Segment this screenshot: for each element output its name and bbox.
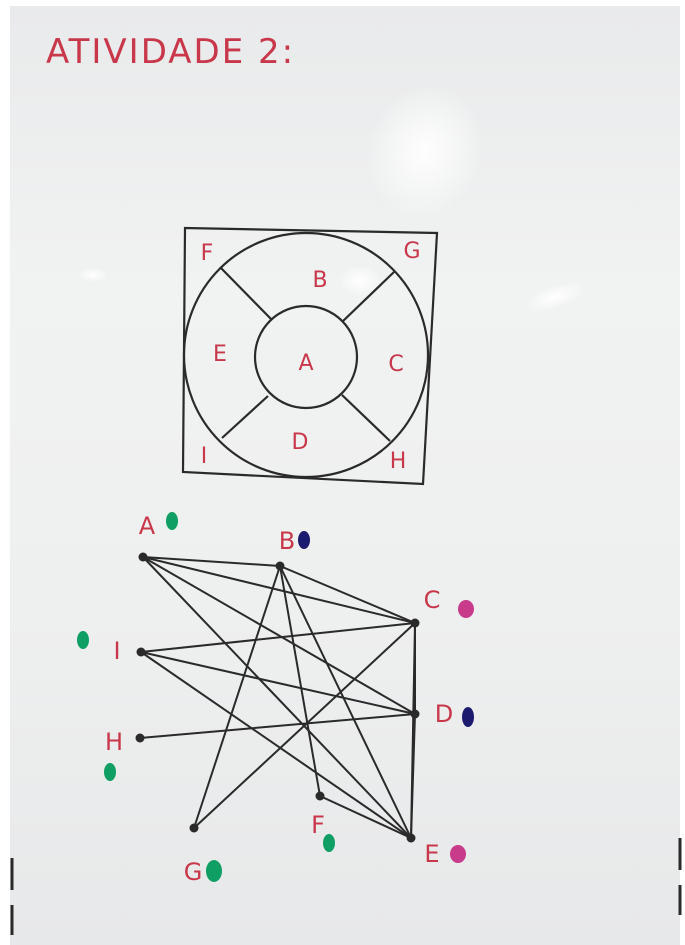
color-dot-e bbox=[450, 845, 466, 863]
edge-c-i bbox=[141, 623, 415, 652]
vertex-point-i bbox=[137, 648, 146, 657]
region-label-b: B bbox=[312, 268, 327, 293]
vertex-label-a: A bbox=[139, 512, 156, 540]
region-label-a: A bbox=[298, 351, 313, 376]
vertex-label-b: B bbox=[279, 527, 295, 555]
edge-e-f bbox=[320, 796, 411, 838]
vertex-label-g: G bbox=[184, 858, 203, 886]
vertex-label-c: C bbox=[424, 586, 441, 614]
edge-d-h bbox=[140, 714, 415, 738]
color-dot-g bbox=[206, 860, 222, 882]
color-dot-i bbox=[77, 631, 89, 649]
divider-line bbox=[342, 272, 394, 322]
edge-a-e bbox=[143, 557, 411, 838]
color-dot-a bbox=[166, 512, 178, 530]
region-label-d: D bbox=[292, 430, 309, 455]
color-dot-f bbox=[323, 834, 335, 852]
graph-edges bbox=[140, 557, 415, 838]
vertex-point-e bbox=[407, 834, 416, 843]
vertex-point-h bbox=[136, 734, 145, 743]
vertex-point-g bbox=[190, 824, 199, 833]
vertex-point-c bbox=[411, 619, 420, 628]
region-label-e: E bbox=[213, 342, 227, 367]
vertex-label-d: D bbox=[435, 700, 453, 728]
divider-line bbox=[220, 267, 272, 320]
vertex-label-e: E bbox=[424, 840, 439, 868]
color-dot-c bbox=[458, 600, 474, 618]
vertex-label-h: H bbox=[105, 728, 123, 756]
vertex-label-i: I bbox=[113, 637, 120, 665]
divider-line bbox=[222, 396, 268, 438]
region-label-h: H bbox=[390, 449, 407, 474]
divider-line bbox=[342, 395, 390, 441]
color-dot-d bbox=[462, 707, 474, 727]
vertex-label-f: F bbox=[311, 811, 325, 839]
board-edge-marks bbox=[12, 838, 680, 935]
region-label-g: G bbox=[403, 239, 420, 264]
vertex-point-d bbox=[411, 710, 420, 719]
region-label-f: F bbox=[201, 241, 214, 266]
region-label-c: C bbox=[388, 352, 403, 377]
region-label-i: I bbox=[201, 444, 208, 469]
edge-e-i bbox=[141, 652, 411, 838]
vertex-point-a bbox=[139, 553, 148, 562]
color-dot-h bbox=[104, 763, 116, 781]
edge-a-d bbox=[143, 557, 415, 714]
color-dot-b bbox=[298, 531, 310, 549]
vertex-point-f bbox=[316, 792, 325, 801]
vertex-point-b bbox=[276, 562, 285, 571]
